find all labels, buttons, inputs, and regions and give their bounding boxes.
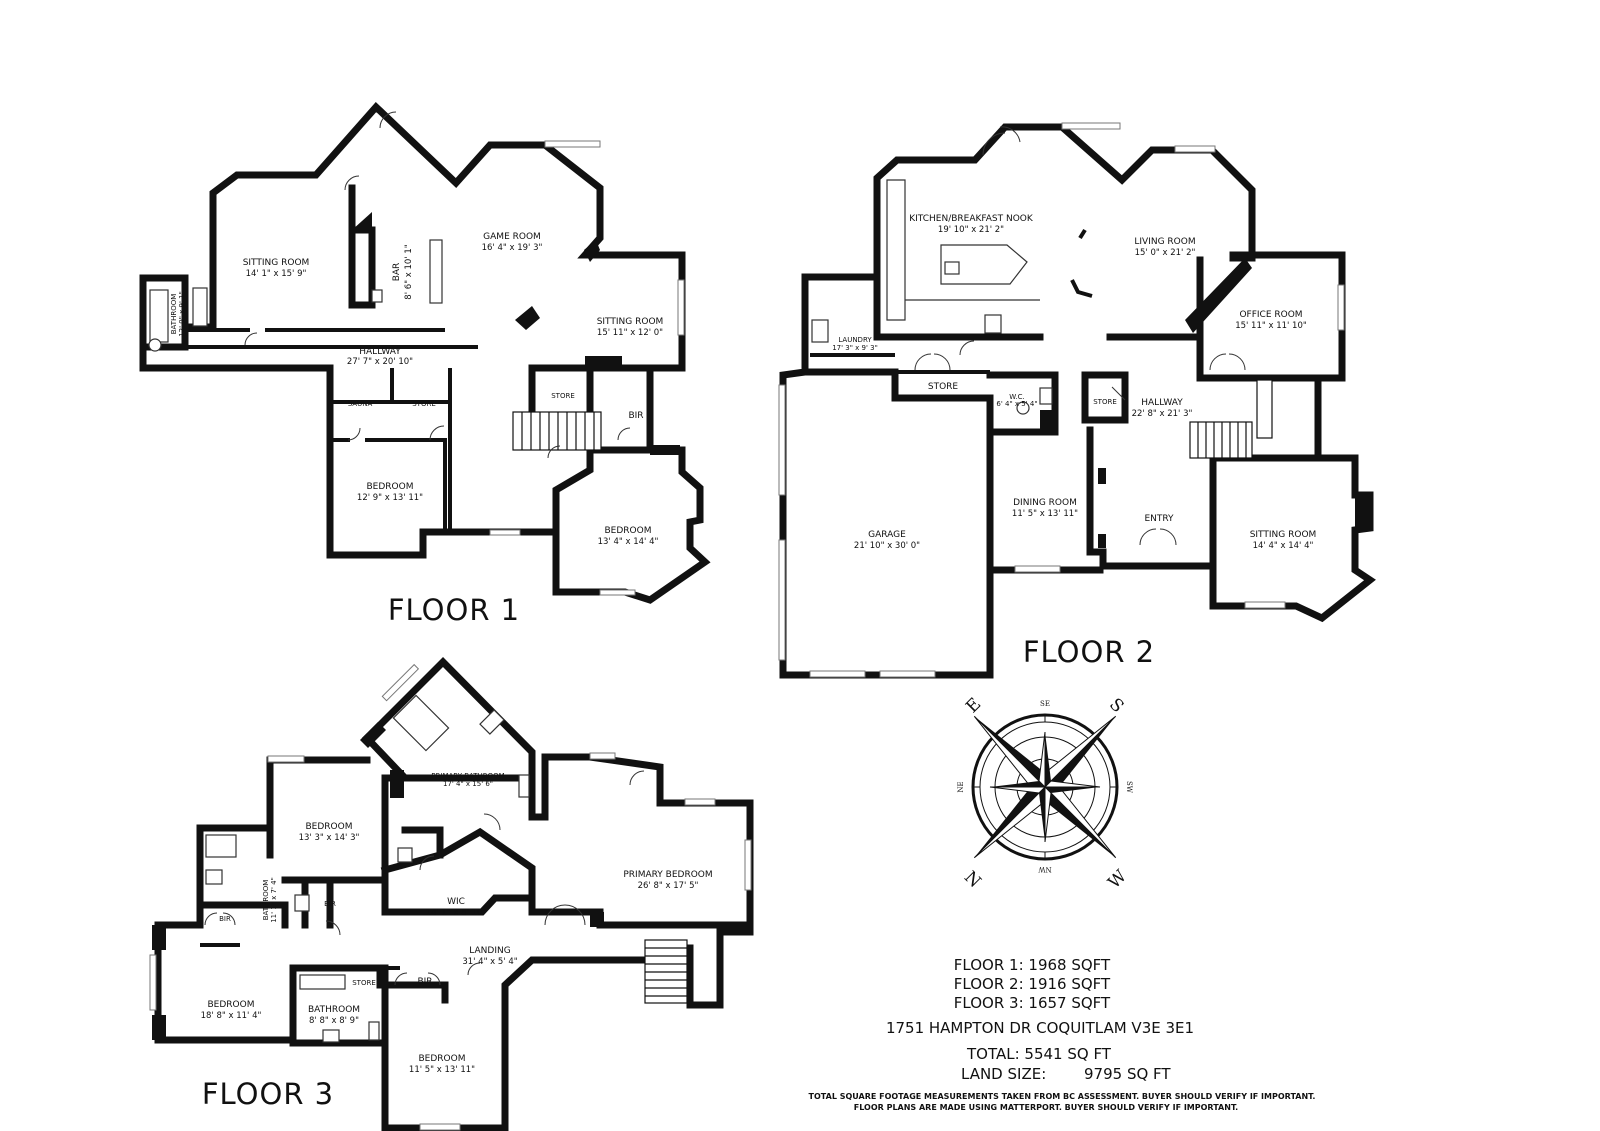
compass-rose: E S N W SE NW NE SW	[957, 694, 1133, 893]
room-dims: 15' 11" x 12' 0"	[597, 328, 663, 338]
room-dims: 15' 0" x 21' 2"	[1135, 248, 1196, 258]
room-label: ENTRY	[1144, 514, 1174, 524]
floor-3-title: FLOOR 3	[202, 1077, 334, 1111]
land-size-value: 9795 SQ FT	[1084, 1065, 1171, 1083]
room-dims: 17' 3" x 9' 3"	[832, 344, 878, 352]
floor-1-title: FLOOR 1	[388, 593, 520, 627]
compass-se-label: SE	[1040, 700, 1050, 708]
room-label: BAR	[392, 263, 402, 282]
room-dims: 31' 4" x 5' 4"	[462, 957, 517, 967]
room-label: PRIMARY BATHROOM	[431, 772, 504, 780]
room-dims: 14' 4" x 14' 4"	[1253, 541, 1314, 551]
address: 1751 HAMPTON DR COQUITLAM V3E 3E1	[886, 1019, 1194, 1037]
room-label: DINING ROOM	[1013, 498, 1077, 508]
room-label: STORE	[551, 392, 575, 400]
footnote-matterport: FLOOR PLANS ARE MADE USING MATTERPORT. B…	[854, 1103, 1238, 1112]
room-label: BATHROOM	[262, 880, 270, 921]
floor-2-plan: KITCHEN/BREAKFAST NOOK 19' 10" x 21' 2" …	[778, 122, 1376, 679]
room-label: PRIMARY BEDROOM	[623, 870, 712, 880]
room-label: BEDROOM	[605, 526, 652, 536]
room-label: BIR	[417, 977, 432, 987]
room-label: WIC	[447, 897, 465, 907]
floor-3-plan: PRIMARY BATHROOM 17' 4" x 15' 6" BEDROOM…	[149, 657, 754, 1131]
room-label: STORE	[412, 400, 436, 408]
room-dims: 19' 10" x 21' 2"	[938, 225, 1004, 235]
compass-ne-label: NE	[957, 781, 965, 792]
room-label: SITTING ROOM	[597, 317, 664, 327]
room-label: LAUNDRY	[838, 336, 872, 344]
room-dims: 21' 10" x 30' 0"	[854, 541, 920, 551]
room-label: BIR	[324, 900, 336, 908]
room-label: SAUNA	[348, 400, 373, 408]
room-dims: 14' 1" x 8' 10"	[426, 908, 487, 918]
room-label: BIR	[628, 411, 643, 421]
room-label: OFFICE ROOM	[1239, 310, 1302, 320]
room-dims: 6' 4" x 5' 4"	[996, 400, 1037, 408]
room-label: KITCHEN/BREAKFAST NOOK	[909, 214, 1034, 224]
floor-2-sqft: FLOOR 2: 1916 SQFT	[954, 975, 1111, 993]
floor-2-title: FLOOR 2	[1023, 635, 1155, 669]
land-size-label: LAND SIZE:	[961, 1065, 1046, 1083]
room-dims: 22' 8" x 21' 3"	[1132, 409, 1193, 419]
compass-star-icon	[973, 715, 1117, 859]
compass-w-label: W	[1104, 866, 1131, 893]
room-label: GARAGE	[868, 530, 906, 540]
compass-n-label: N	[960, 867, 985, 892]
room-dims: 13' 3" x 14' 3"	[299, 833, 360, 843]
room-label: W.C.	[1009, 393, 1024, 401]
room-dims: 8' 6" x 10' 1"	[404, 244, 414, 299]
room-dims: 14' 1" x 15' 9"	[246, 269, 307, 279]
room-label: BATHROOM	[308, 1005, 360, 1015]
room-dims: 11' 5" x 13' 11"	[1012, 509, 1078, 519]
room-label: LIVING ROOM	[1134, 237, 1195, 247]
summary-block: FLOOR 1: 1968 SQFT FLOOR 2: 1916 SQFT FL…	[809, 956, 1316, 1112]
room-dims: 18' 8" x 11' 4"	[201, 1011, 262, 1021]
room-dims: 12' 0" x 9' 1"	[178, 291, 186, 337]
compass-s-label: S	[1105, 695, 1127, 717]
room-label: BATHROOM	[170, 294, 178, 335]
room-label: BEDROOM	[419, 1054, 466, 1064]
floor-1-plan: SITTING ROOM 14' 1" x 15' 9" GAME ROOM 1…	[139, 101, 711, 627]
compass-sw-label: SW	[1125, 781, 1133, 794]
room-dims: 13' 4" x 14' 4"	[598, 537, 659, 547]
total-sqft: TOTAL: 5541 SQ FT	[966, 1045, 1112, 1063]
room-dims: 17' 4" x 15' 6"	[443, 780, 493, 788]
room-dims: 26' 8" x 17' 5"	[638, 881, 699, 891]
compass-nw-label: NW	[1038, 865, 1052, 873]
floor-3-sqft: FLOOR 3: 1657 SQFT	[954, 994, 1111, 1012]
room-label: SITTING ROOM	[1250, 530, 1317, 540]
room-label: STORE	[352, 979, 376, 987]
room-label: HALLWAY	[359, 347, 401, 357]
room-dims: 15' 11" x 11' 10"	[1235, 321, 1307, 331]
room-label: HALLWAY	[1141, 398, 1183, 408]
room-label: STORE	[1093, 398, 1117, 406]
room-dims: 11' 1" x 7' 4"	[270, 877, 278, 923]
compass-e-label: E	[962, 694, 985, 717]
footnote-assessment: TOTAL SQUARE FOOTAGE MEASUREMENTS TAKEN …	[809, 1092, 1316, 1101]
room-label: LANDING	[469, 946, 510, 956]
floor-1-sqft: FLOOR 1: 1968 SQFT	[954, 956, 1111, 974]
room-dims: 12' 9" x 13' 11"	[357, 493, 423, 503]
room-label: GAME ROOM	[483, 232, 541, 242]
room-label: SITTING ROOM	[243, 258, 310, 268]
room-label: BIR	[219, 915, 231, 923]
room-dims: 16' 4" x 19' 3"	[482, 243, 543, 253]
room-dims: 27' 7" x 20' 10"	[347, 357, 413, 367]
room-label: BEDROOM	[306, 822, 353, 832]
room-dims: 11' 5" x 13' 11"	[409, 1065, 475, 1075]
room-label: BEDROOM	[208, 1000, 255, 1010]
room-label: STORE	[928, 382, 959, 392]
room-dims: 8' 8" x 8' 9"	[309, 1016, 359, 1026]
room-label: BEDROOM	[367, 482, 414, 492]
